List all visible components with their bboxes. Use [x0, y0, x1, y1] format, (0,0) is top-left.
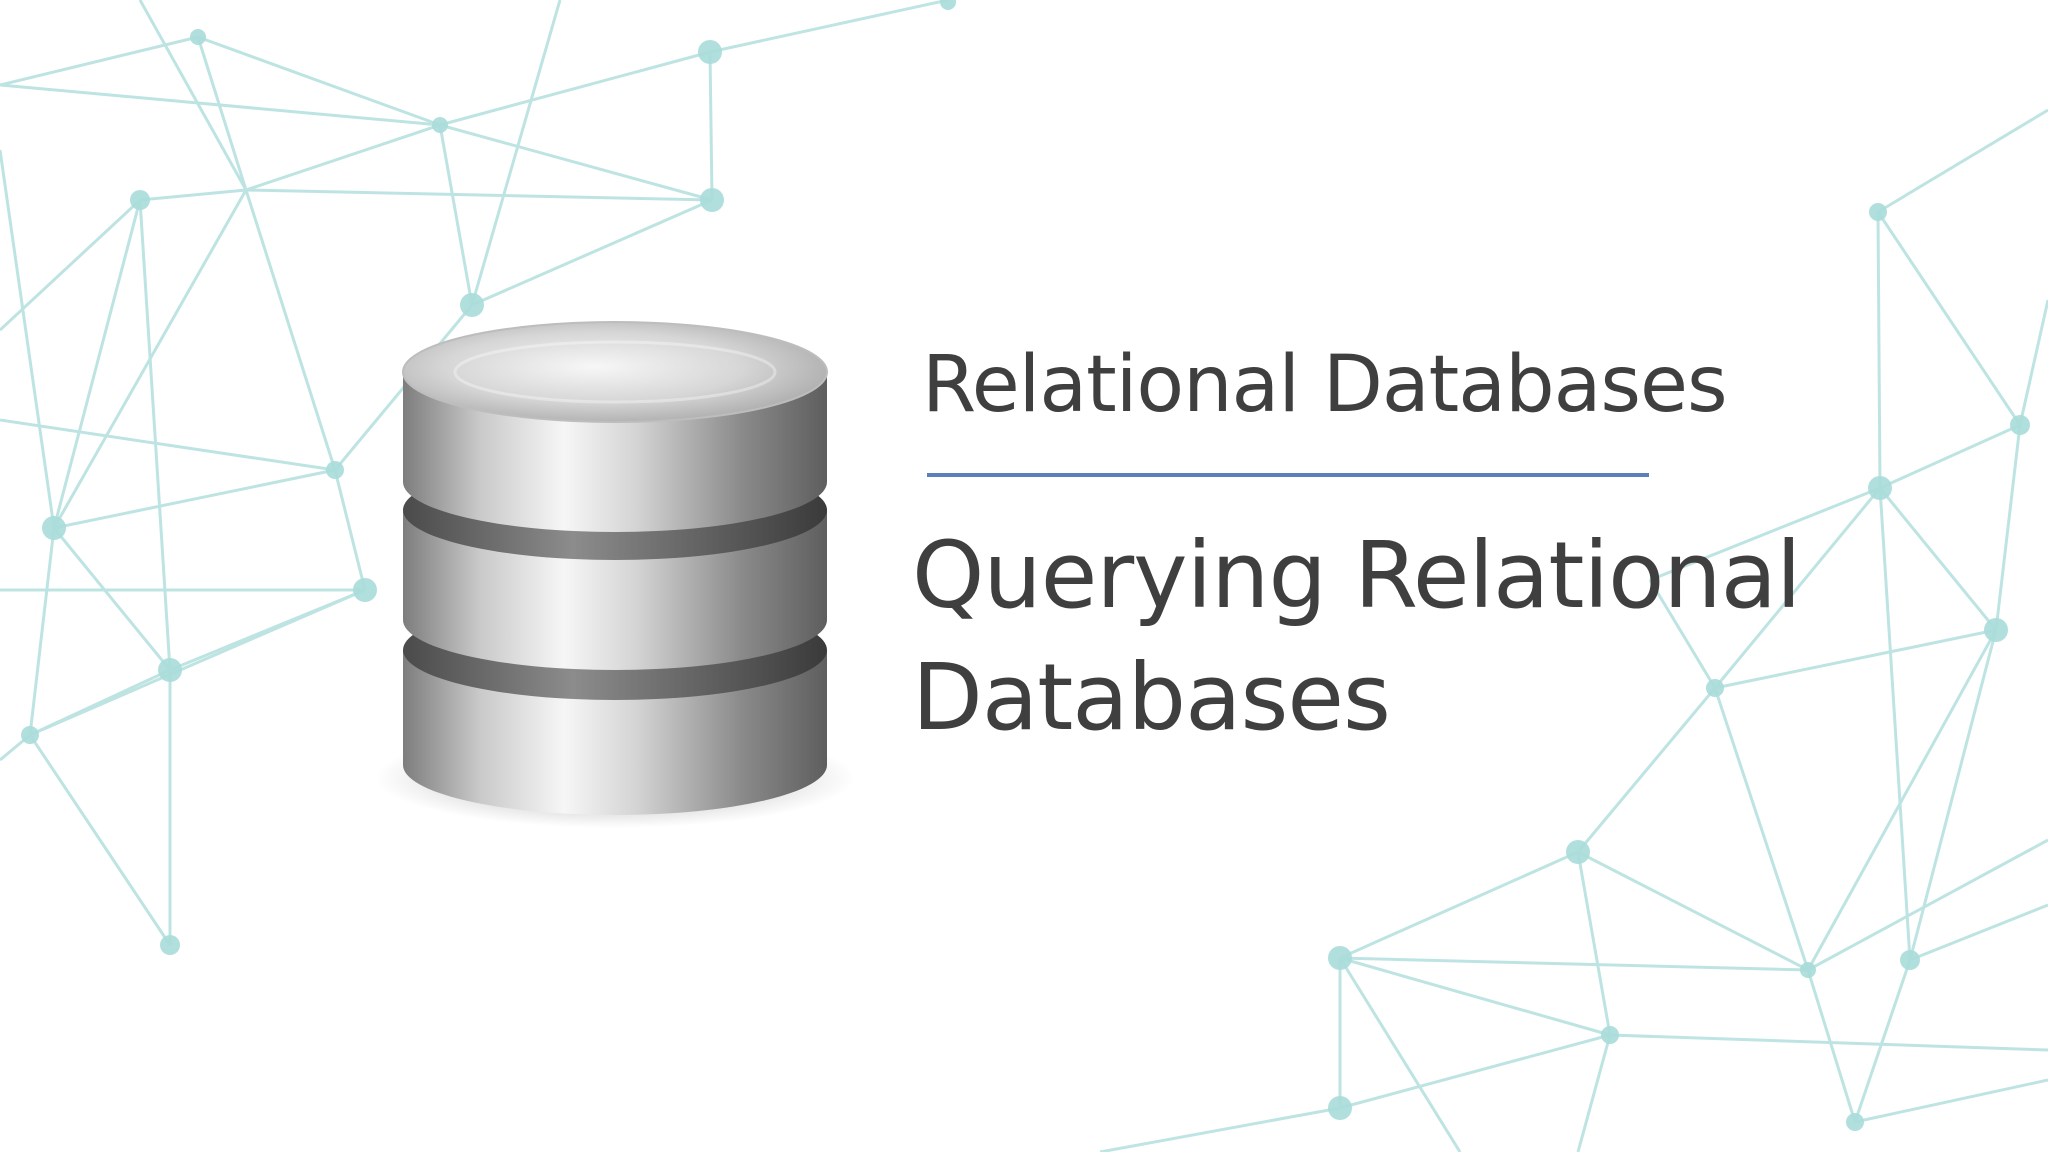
- module-title: Querying Relational Databases: [912, 522, 1802, 751]
- course-title: Relational Databases: [922, 340, 1728, 430]
- database-icon: [375, 321, 855, 828]
- title-divider: [927, 473, 1649, 477]
